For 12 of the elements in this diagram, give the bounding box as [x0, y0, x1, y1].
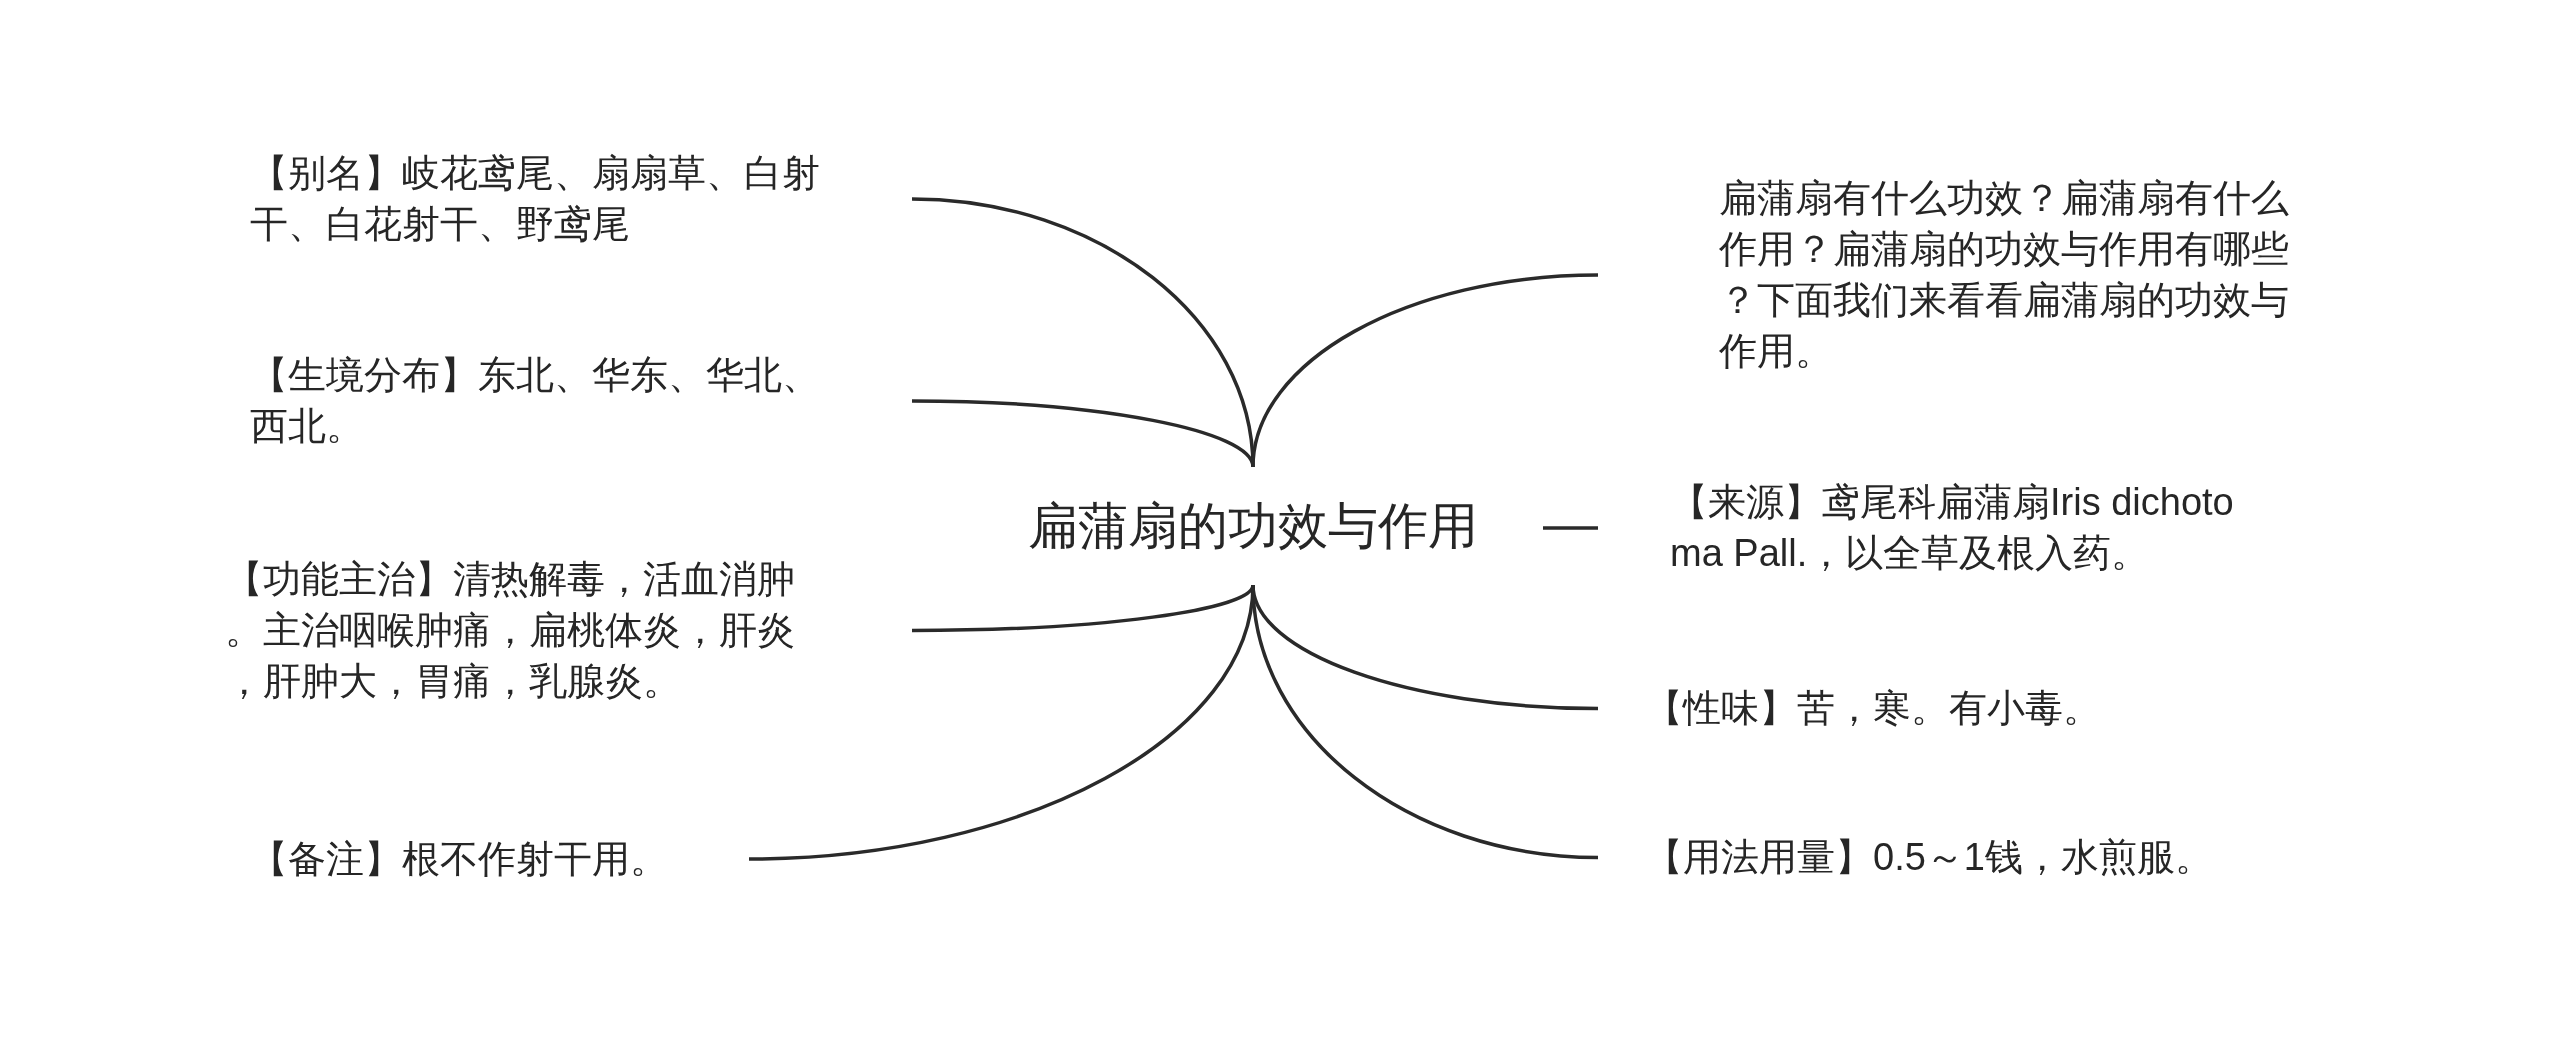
branch-text: 【别名】岐花鸢尾、扇扇草、白射干、白花射干、野鸢尾	[250, 151, 821, 247]
branch-text: 【性味】苦，寒。有小毒。	[1645, 686, 2101, 731]
branch-text: 【生境分布】东北、华东、华北、西北。	[250, 353, 821, 449]
connector-line	[1251, 273, 1599, 468]
branch-text: 【备注】根不作射干用。	[250, 836, 668, 882]
branch-text: 【功能主治】清热解毒，活血消肿。主治咽喉肿痛，扁桃体炎，肝炎，肝肿大，胃痛，乳腺炎。	[225, 557, 796, 704]
connector-line	[1543, 526, 1598, 530]
central-topic-text: 扁蒲扇的功效与作用	[1028, 497, 1478, 556]
branch-text: 【用法用量】0.5～1钱，水煎服。	[1645, 835, 2213, 880]
branch-text: 扁蒲扇有什么功效？扁蒲扇有什么作用？扁蒲扇的功效与作用有哪些？下面我们来看看扁蒲扇的功效与作用。	[1719, 176, 2290, 374]
branch-text: 【来源】鸢尾科扁蒲扇Iris dichotoma Pall.，以全草及根入药。	[1670, 480, 2235, 576]
connector-line	[1251, 584, 1599, 860]
